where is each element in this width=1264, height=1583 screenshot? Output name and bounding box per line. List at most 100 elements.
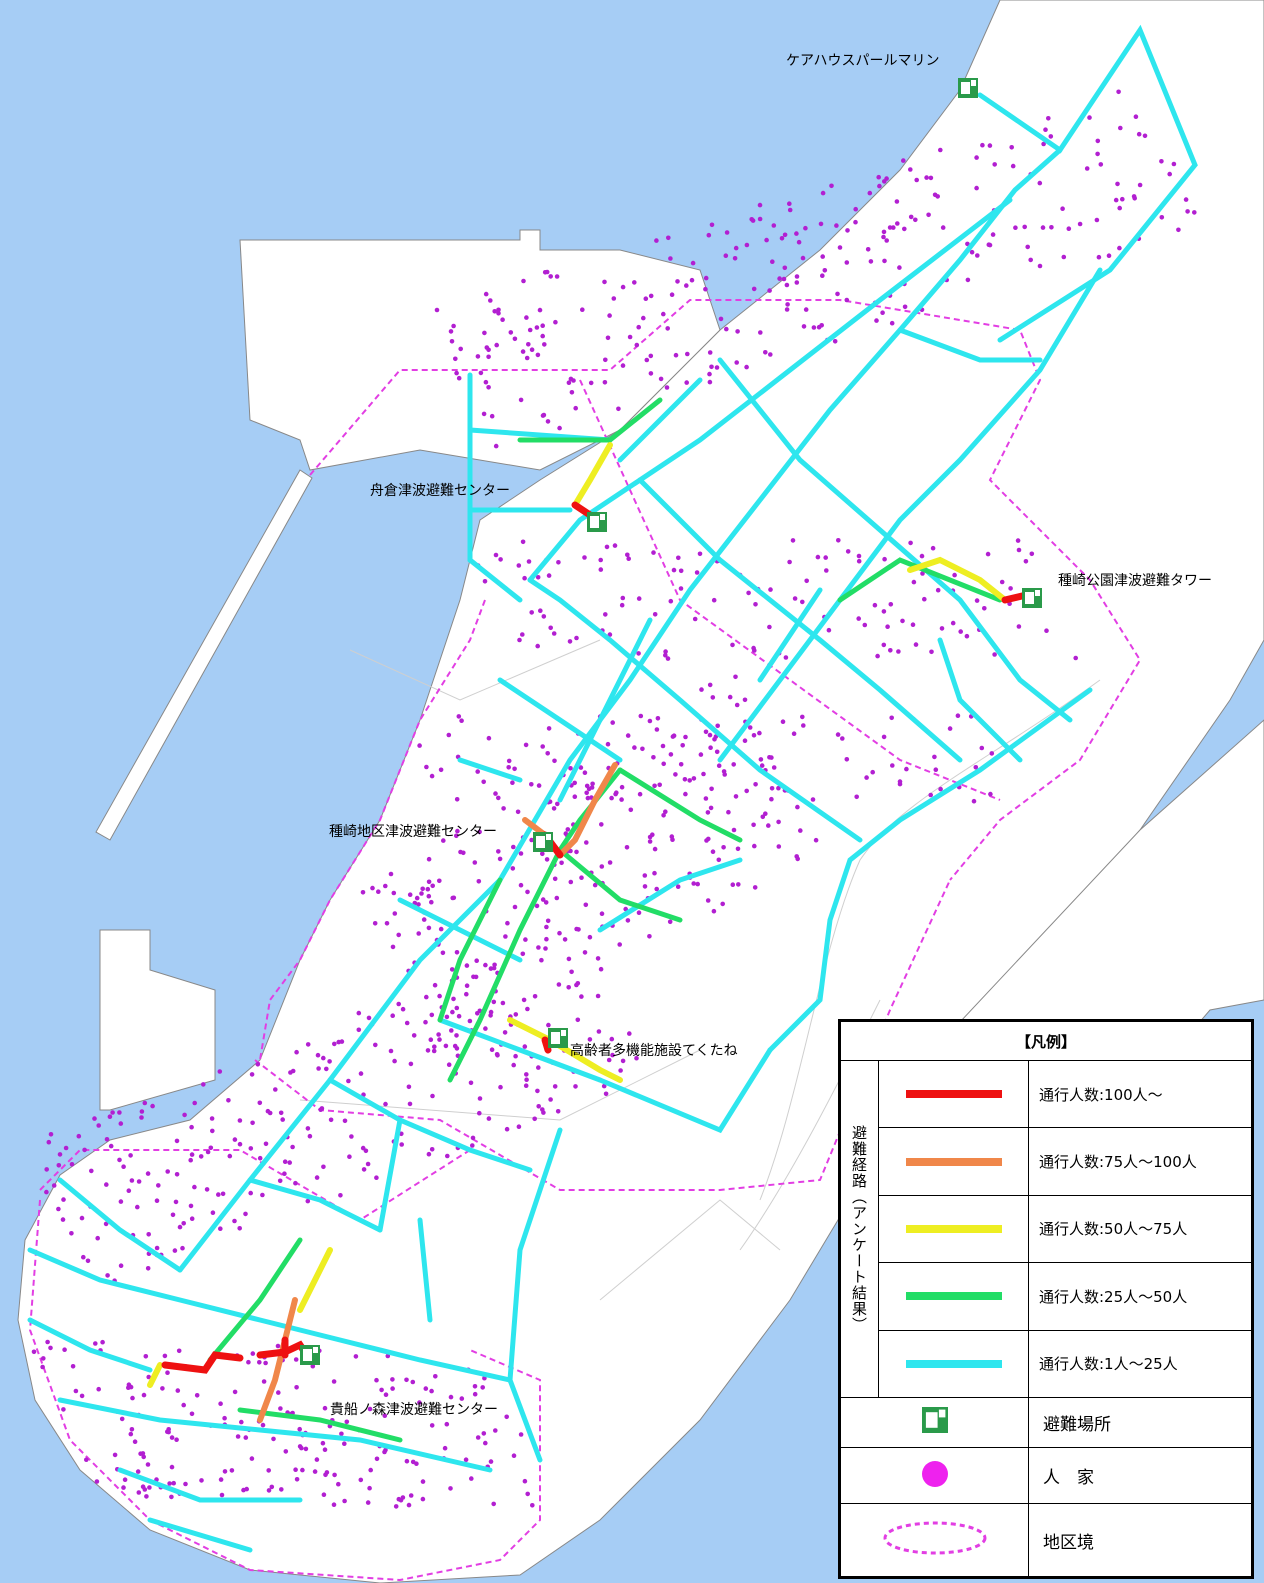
house-dot [441, 838, 446, 843]
legend-swatch-route-25-50 [878, 1262, 1029, 1331]
house-dot [232, 1389, 238, 1395]
house-dot [1015, 538, 1021, 543]
legend-swatch-route-50-75 [878, 1194, 1029, 1264]
house-dot [924, 175, 929, 180]
house-dot [574, 926, 579, 932]
house-dot [524, 315, 529, 320]
house-dot [232, 1137, 238, 1142]
house-dot [699, 687, 704, 692]
house-dot [716, 763, 722, 768]
house-dot [538, 608, 543, 613]
house-dot [669, 292, 675, 298]
house-dot [1016, 547, 1022, 553]
house-dot [454, 1033, 459, 1038]
house-dot [885, 624, 890, 629]
house-dot [651, 550, 656, 555]
district-boundary-icon [883, 1521, 986, 1555]
house-dot [1095, 151, 1100, 157]
house-dot [338, 1193, 343, 1198]
house-dot [491, 965, 497, 971]
house-dot [423, 1019, 428, 1025]
house-dot [320, 1440, 326, 1446]
house-dot [663, 649, 668, 654]
house-dot [1041, 141, 1046, 147]
house-dot [365, 1161, 371, 1167]
house-dot [173, 1199, 179, 1205]
house-dot [48, 1132, 54, 1137]
house-dot [229, 1468, 235, 1473]
house-dot [680, 743, 685, 748]
house-dot [322, 1447, 328, 1452]
house-dot [407, 1101, 413, 1107]
house-dot [459, 1396, 465, 1401]
house-dot [1077, 221, 1083, 227]
house-dot [988, 791, 993, 797]
house-dot [1167, 171, 1172, 177]
house-dot [1171, 161, 1177, 167]
house-dot [1009, 145, 1014, 150]
house-dot [864, 775, 869, 780]
house-dot [614, 790, 619, 795]
evacuation-shelter-icon [300, 1345, 320, 1365]
house-dot [126, 1382, 132, 1387]
house-dot [1117, 245, 1122, 251]
house-dot [305, 1126, 311, 1131]
house-dot [420, 886, 426, 892]
house-dot [472, 1391, 478, 1397]
house-dot [751, 733, 757, 738]
house-dot [516, 563, 522, 568]
house-dot [572, 780, 577, 786]
house-dot [95, 1235, 100, 1241]
house-dot [971, 798, 977, 804]
house-dot [811, 325, 817, 330]
house-dot [376, 889, 381, 894]
house-dot [428, 1037, 434, 1042]
house-dot [391, 890, 397, 896]
house-dot [985, 551, 991, 557]
house-dot [540, 413, 546, 418]
house-dot [421, 917, 427, 922]
house-dot [1159, 159, 1164, 164]
house-dot [1043, 127, 1048, 132]
house-dot [752, 885, 758, 890]
house-dot [675, 279, 680, 284]
house-dot [835, 732, 841, 737]
house-dot [888, 602, 894, 607]
house-dot [595, 993, 601, 999]
house-dot [426, 879, 432, 885]
house-dot [566, 956, 572, 962]
house-dot [1132, 196, 1137, 201]
house-dot [321, 1492, 327, 1497]
house-dot [385, 1353, 391, 1359]
house-dot [525, 1006, 530, 1012]
house-dot [450, 1009, 455, 1015]
house-dot [711, 597, 717, 603]
house-dot [456, 375, 462, 381]
house-dot [690, 260, 696, 266]
house-dot [568, 376, 574, 382]
house-dot [476, 879, 482, 884]
house-dot [529, 610, 534, 615]
legend-label-boundary: 地区境 [1028, 1503, 1252, 1577]
house-dot [145, 1171, 151, 1176]
house-dot [118, 1199, 124, 1204]
house-dot [876, 174, 881, 180]
house-dot [61, 1407, 66, 1412]
legend-label-route-1-25: 通行人数:1人～25人 [1028, 1329, 1252, 1398]
house-dot [1025, 244, 1030, 250]
house-dot [511, 1062, 516, 1068]
house-dot [475, 769, 481, 774]
house-dot [342, 1118, 348, 1124]
house-dot [470, 1143, 475, 1148]
house-dot [555, 1109, 561, 1114]
house-dot [436, 1032, 441, 1037]
house-dot [497, 856, 503, 862]
house-dot [453, 356, 458, 362]
house-dot [536, 1104, 541, 1109]
house-dot [235, 1434, 241, 1439]
house-dot [529, 782, 534, 787]
house-dot [181, 1221, 186, 1226]
house-dot [819, 323, 824, 328]
house-dot [181, 1402, 186, 1408]
legend-label-route-25-50: 通行人数:25人～50人 [1028, 1262, 1252, 1331]
